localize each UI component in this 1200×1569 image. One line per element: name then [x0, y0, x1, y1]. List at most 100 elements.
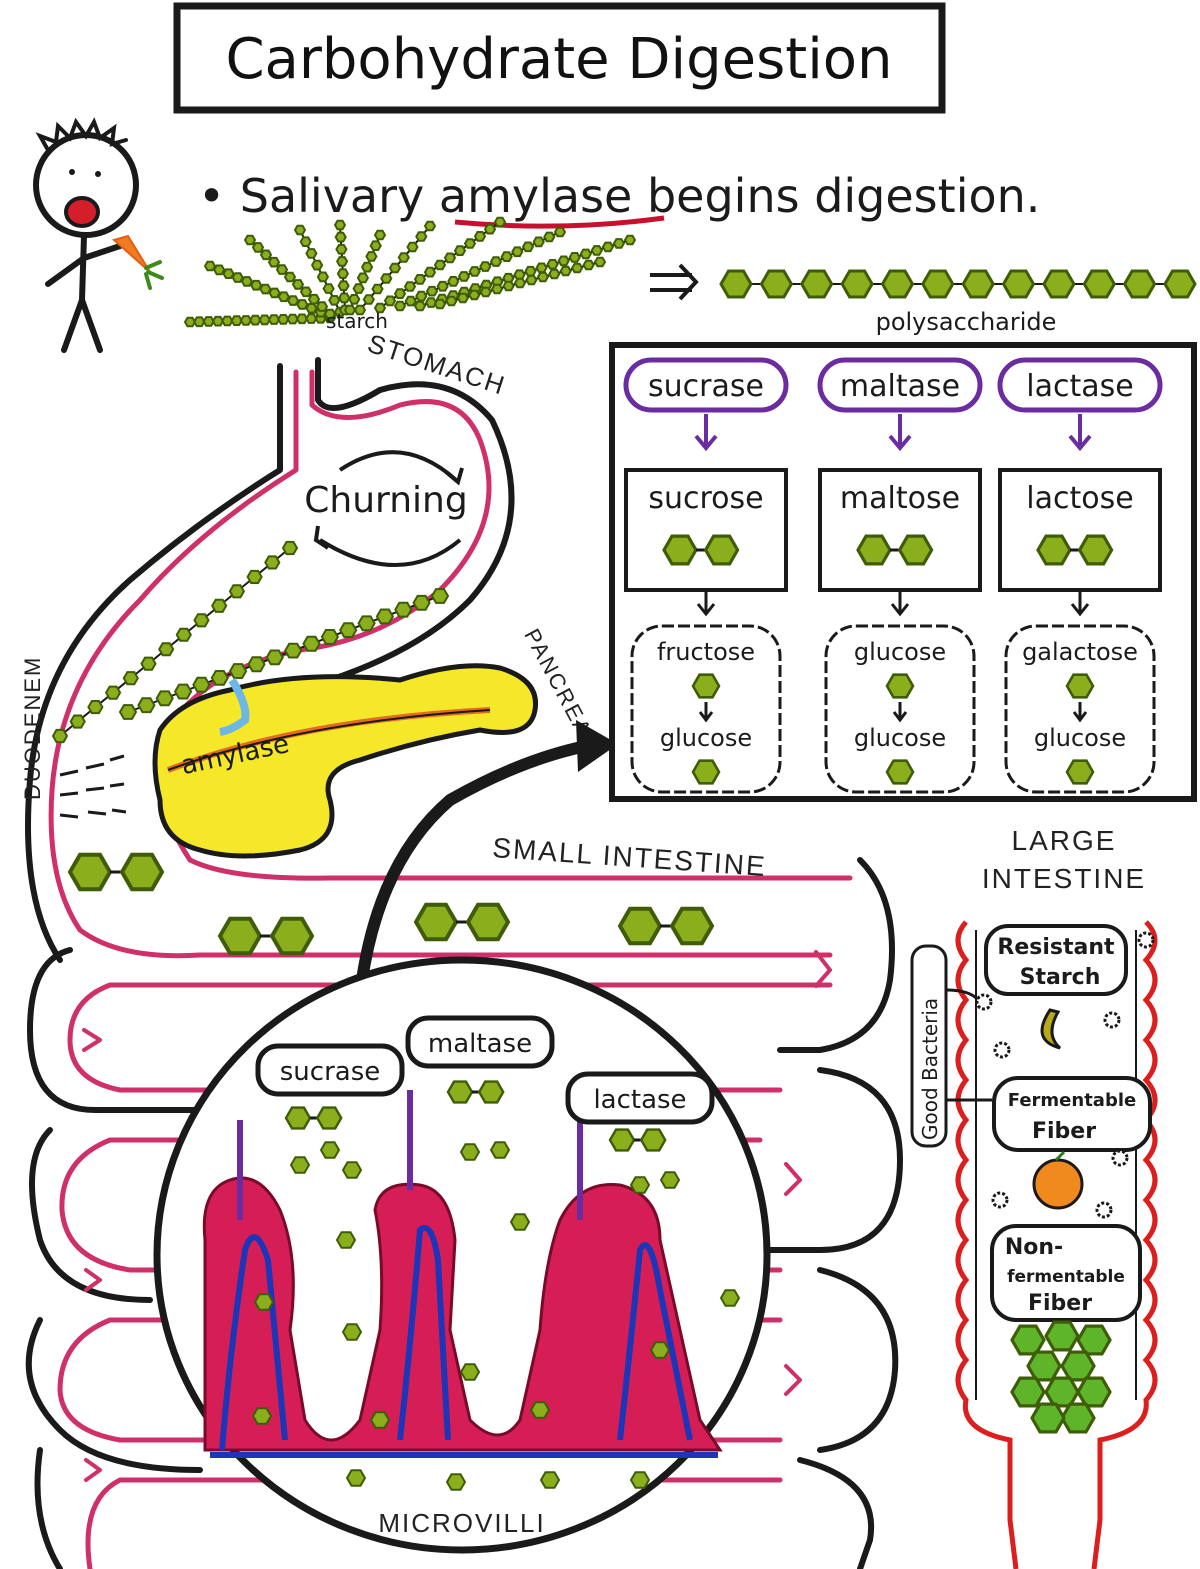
fiber-hexagon-icon: [1010, 1376, 1046, 1408]
glucose-hexagon-icon: [328, 295, 341, 306]
glucose-hexagon-icon: [406, 241, 419, 253]
glucose-hexagon-icon: [590, 245, 603, 256]
glucose-hexagon-icon: [601, 241, 615, 253]
disaccharide-label: sucrose: [648, 481, 763, 516]
glucose-hexagon-icon: [315, 301, 329, 312]
orange-leaf-icon: [1054, 1150, 1066, 1162]
glucose-hexagon-icon: [453, 245, 467, 256]
glucose-hexagon-icon: [509, 1213, 531, 1231]
title-group: Carbohydrate Digestion: [173, 2, 946, 114]
monosaccharide-hexagon-icon: [1065, 759, 1095, 785]
fiber-hexagon-icon: [1076, 1324, 1112, 1356]
disaccharide-icon: [446, 1080, 505, 1104]
bacteria-icon: [993, 1041, 1011, 1059]
disaccharide-box: [998, 468, 1162, 592]
glucose-hexagon-icon: [1001, 269, 1036, 299]
glucose-hexagon-icon: [719, 269, 753, 299]
glucose-hexagon-icon: [536, 271, 550, 283]
stick-figure: [33, 117, 164, 353]
glucose-hexagon-icon: [1042, 269, 1076, 299]
small-intestine-label: SMALL INTESTINE: [491, 832, 767, 882]
glucose-hexagon-icon: [104, 685, 122, 700]
villi-enzyme-pill: [255, 1043, 405, 1097]
fermentable-fiber-line-1: Fermentable: [1008, 1090, 1136, 1111]
intestine-lining: [57, 982, 833, 1569]
zoom-arrow-head-icon: [576, 720, 618, 772]
villi-enzyme-pill: [565, 1071, 715, 1125]
glucose-hexagon-icon: [222, 268, 235, 279]
bacteria-icon: [991, 1191, 1009, 1209]
glucose-hexagon-icon: [629, 1471, 651, 1489]
glucose-hexagon-icon: [840, 269, 874, 299]
glucose-hexagon-icon: [535, 262, 548, 274]
glucose-hexagon-icon: [336, 268, 350, 279]
glucose-hexagon-icon: [240, 276, 254, 287]
villi-enzyme-label: sucrase: [280, 1057, 380, 1087]
enzyme-label: maltase: [840, 369, 960, 404]
glucose-hexagon-icon: [183, 316, 197, 328]
villi-enzyme-label: maltase: [428, 1029, 532, 1059]
amylase-underline: [454, 215, 665, 229]
churning-group: Churning: [304, 450, 468, 567]
colon-wall-left: [955, 920, 1019, 1569]
resistant-starch-line-1: Resistant: [997, 935, 1115, 960]
glucose-hexagon-icon: [322, 283, 335, 294]
glucose-hexagon-icon: [247, 656, 266, 673]
glucose-hexagon-icon: [961, 269, 995, 299]
colon-wall-outline: [975, 930, 1137, 1400]
churning-label: Churning: [304, 480, 467, 521]
glucose-hexagon-icon: [433, 298, 447, 310]
glucose-hexagon-icon: [457, 271, 471, 282]
starch-strand: [118, 588, 450, 720]
glucose-hexagon-icon: [250, 279, 263, 291]
glucose-hexagon-icon: [468, 289, 481, 301]
zoom-arrow: [356, 720, 618, 981]
glucose-hexagon-icon: [483, 223, 497, 235]
glucose-hexagon-icon: [546, 259, 559, 270]
glucose-hexagon-icon: [315, 1106, 343, 1130]
starch-branch: [353, 220, 437, 316]
disaccharide-icon: [217, 916, 315, 956]
disaccharide-icon: [413, 902, 511, 942]
glucose-hexagon-icon: [268, 287, 281, 299]
glucose-hexagon-icon: [243, 234, 257, 246]
glucose-hexagon-icon: [383, 295, 397, 307]
disaccharide-label: lactose: [1026, 481, 1133, 516]
glucose-hexagon-icon: [532, 236, 545, 248]
glucose-hexagon-icon: [203, 260, 217, 272]
glucose-hexagon-icon: [289, 1156, 311, 1174]
glucose-hexagon-icon: [468, 266, 481, 277]
sentence-enzyme: amylase: [439, 169, 632, 223]
figure-hair: [35, 117, 128, 152]
glucose-hexagon-icon: [251, 1407, 273, 1425]
glucose-hexagon-icon: [299, 236, 312, 247]
glucose-hexagon-icon: [1082, 269, 1117, 299]
glucose-hexagon-icon: [490, 283, 504, 295]
good-bacteria-tag: Good Bacteria: [910, 944, 992, 1148]
glucose-hexagon-icon: [211, 598, 228, 613]
monosaccharide-bottom-label: glucose: [854, 724, 946, 752]
glucose-hexagon-icon: [345, 1469, 367, 1487]
glucose-hexagon-icon: [493, 216, 507, 228]
glucose-hexagon-icon: [369, 240, 382, 251]
bacteria-group: [975, 931, 1155, 1219]
glucose-hexagon-icon: [703, 534, 740, 566]
sentence-end: begins digestion.: [647, 169, 1040, 223]
enzyme-panel: sucrasesucrosefructoseglucosemaltasemalt…: [609, 342, 1197, 802]
glucose-hexagon-icon: [479, 286, 492, 298]
glucose-hexagon-icon: [719, 1289, 741, 1307]
glucose-hexagon-icon: [360, 261, 374, 273]
intestine-disaccharides: [67, 852, 715, 956]
villi-enzyme-label: lactase: [593, 1085, 686, 1115]
glucose-hexagon-icon: [456, 292, 470, 304]
resistant-starch-box: [984, 924, 1128, 996]
glucose-hexagon-icon: [267, 256, 281, 268]
bacteria-icon: [1103, 1011, 1121, 1029]
glucose-hexagon-icon: [193, 316, 206, 328]
glucose-hexagon-icon: [319, 1141, 341, 1159]
disaccharide-icon: [67, 852, 165, 892]
glucose-hexagon-icon: [415, 290, 428, 302]
glucose-hexagon-icon: [880, 269, 915, 299]
enzyme-pill: [817, 357, 983, 413]
